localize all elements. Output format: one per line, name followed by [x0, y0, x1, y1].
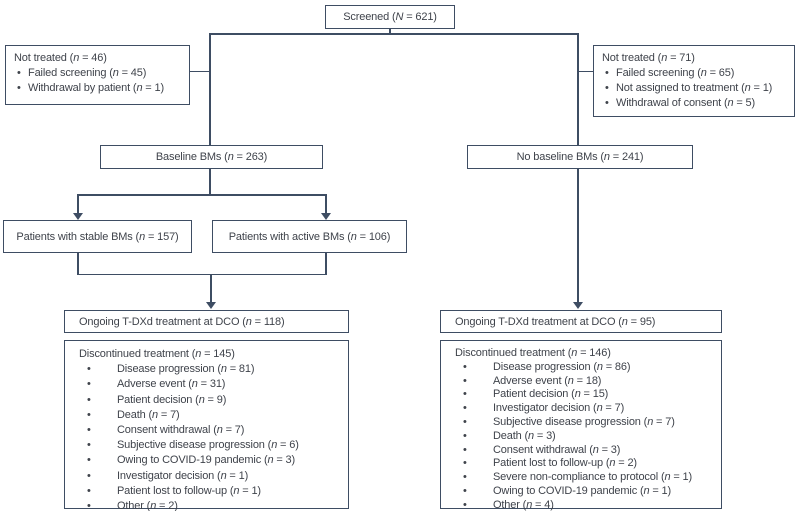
connector-stable-down [77, 253, 79, 275]
connector-arrow-active-line [325, 194, 327, 213]
box-not-treated-right: Not treated (n = 71) Failed screening (n… [593, 45, 795, 117]
list-item: Death (n = 7) [79, 408, 338, 423]
list-item: Investigator decision (n = 7) [455, 402, 711, 416]
connector-merge-horizontal [77, 273, 327, 275]
not-treated-left-reason-list: Failed screening (n = 45)Withdrawal by p… [14, 66, 181, 96]
list-item: Owing to COVID-19 pandemic (n = 1) [455, 485, 711, 499]
box-discontinued-right: Discontinued treatment (n = 146) Disease… [440, 340, 722, 511]
list-item: Death (n = 3) [455, 430, 711, 444]
box-screened: Screened (N = 621) [325, 5, 455, 29]
connector-top-branch [209, 33, 579, 35]
box-stable-bms: Patients with stable BMs (n = 157) [3, 220, 192, 253]
connector-active-down [325, 253, 327, 275]
box-discontinued-right-title: Discontinued treatment (n = 146) [455, 347, 611, 359]
connector-right-vertical [577, 33, 579, 145]
list-item: Adverse event (n = 31) [79, 377, 338, 392]
list-item: Disease progression (n = 86) [455, 361, 711, 375]
connector-stub-not-treated-left [190, 70, 210, 72]
not-treated-right-reason-list: Failed screening (n = 65)Not assigned to… [602, 66, 786, 111]
connector-baseline-down [209, 169, 211, 195]
box-no-baseline-bms-label: No baseline BMs (n = 241) [516, 151, 644, 163]
connector-arrow-stable-line [77, 194, 79, 213]
box-baseline-bms-label: Baseline BMs (n = 263) [155, 151, 268, 163]
box-not-treated-right-title: Not treated (n = 71) [602, 52, 695, 64]
list-item: Not assigned to treatment (n = 1) [602, 81, 786, 96]
list-item: Consent withdrawal (n = 3) [455, 444, 711, 458]
arrow-down-ongoing-left-icon [206, 302, 216, 309]
list-item: Other (n = 4) [455, 499, 711, 511]
connector-arrow-ongoing-right-line [577, 169, 579, 303]
connector-split-horizontal [77, 194, 328, 196]
list-item: Failed screening (n = 45) [14, 66, 181, 81]
list-item: Severe non-compliance to protocol (n = 1… [455, 471, 711, 485]
box-discontinued-left: Discontinued treatment (n = 145) Disease… [64, 340, 349, 511]
connector-stub-not-treated-right [578, 70, 593, 72]
box-active-bms-label: Patients with active BMs (n = 106) [228, 230, 391, 243]
list-item: Patient lost to follow-up (n = 2) [455, 457, 711, 471]
box-ongoing-left-label: Ongoing T-DXd treatment at DCO (n = 118) [79, 315, 285, 328]
connector-arrow-ongoing-left-line [210, 273, 212, 303]
discontinued-left-reason-list: Disease progression (n = 81)Adverse even… [79, 362, 338, 511]
box-no-baseline-bms: No baseline BMs (n = 241) [467, 145, 693, 169]
list-item: Adverse event (n = 18) [455, 375, 711, 389]
list-item: Patient lost to follow-up (n = 1) [79, 484, 338, 499]
arrow-down-active-icon [321, 213, 331, 220]
list-item: Patient decision (n = 15) [455, 388, 711, 402]
box-active-bms: Patients with active BMs (n = 106) [212, 220, 407, 253]
box-ongoing-right: Ongoing T-DXd treatment at DCO (n = 95) [440, 310, 722, 333]
list-item: Owing to COVID-19 pandemic (n = 3) [79, 453, 338, 468]
list-item: Failed screening (n = 65) [602, 66, 786, 81]
box-ongoing-left: Ongoing T-DXd treatment at DCO (n = 118) [64, 310, 349, 333]
list-item: Disease progression (n = 81) [79, 362, 338, 377]
box-discontinued-left-title: Discontinued treatment (n = 145) [79, 348, 235, 360]
list-item: Other (n = 2) [79, 499, 338, 511]
discontinued-right-reason-list: Disease progression (n = 86)Adverse even… [455, 361, 711, 511]
list-item: Subjective disease progression (n = 6) [79, 438, 338, 453]
arrow-down-ongoing-right-icon [573, 302, 583, 309]
list-item: Consent withdrawal (n = 7) [79, 423, 338, 438]
box-not-treated-left-title: Not treated (n = 46) [14, 52, 107, 64]
list-item: Withdrawal by patient (n = 1) [14, 81, 181, 96]
list-item: Patient decision (n = 9) [79, 393, 338, 408]
connector-left-vertical [209, 33, 211, 145]
list-item: Subjective disease progression (n = 7) [455, 416, 711, 430]
box-stable-bms-label: Patients with stable BMs (n = 157) [16, 230, 179, 243]
box-screened-label: Screened (N = 621) [343, 11, 437, 23]
box-not-treated-left: Not treated (n = 46) Failed screening (n… [5, 45, 190, 105]
arrow-down-stable-icon [73, 213, 83, 220]
list-item: Withdrawal of consent (n = 5) [602, 96, 786, 111]
list-item: Investigator decision (n = 1) [79, 469, 338, 484]
connector-screened-stem [389, 29, 391, 34]
box-ongoing-right-label: Ongoing T-DXd treatment at DCO (n = 95) [455, 315, 656, 328]
box-baseline-bms: Baseline BMs (n = 263) [100, 145, 323, 169]
